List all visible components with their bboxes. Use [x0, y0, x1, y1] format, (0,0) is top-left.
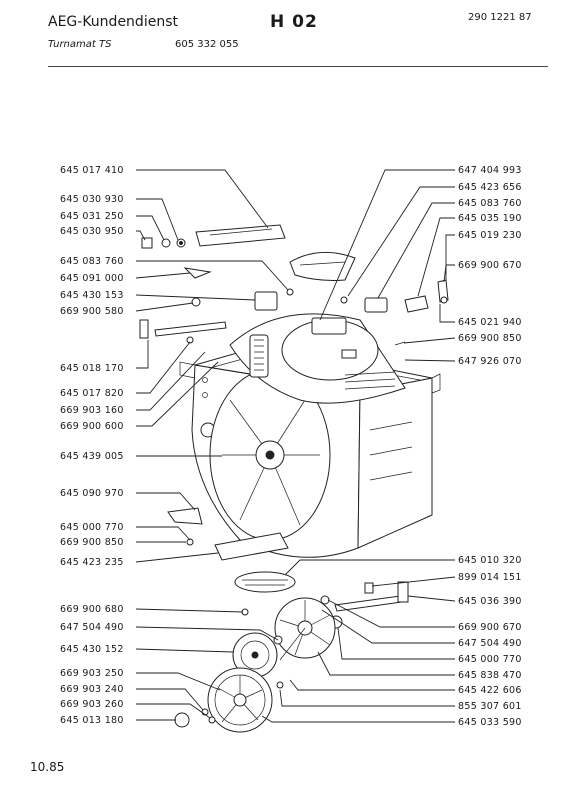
part-label: 645 439 005 [60, 451, 124, 462]
labels-left: 645 017 410 645 030 930 645 031 250 645 … [60, 165, 124, 726]
part-label: 647 926 070 [458, 356, 522, 367]
part-label: 669 900 850 [60, 537, 124, 548]
bottom-components [167, 507, 409, 629]
header-rule [48, 66, 548, 67]
part-label: 645 030 930 [60, 194, 124, 205]
part-label: 645 430 152 [60, 644, 124, 655]
labels-right: 647 404 993 645 423 656 645 083 760 645 … [458, 165, 522, 728]
brand-title: AEG-Kundendienst [48, 14, 178, 30]
part-label: 645 083 760 [458, 198, 522, 209]
small-washers [174, 708, 216, 728]
part-label: 647 404 993 [458, 165, 522, 176]
part-label: 645 010 320 [458, 555, 522, 566]
leader-lines-left [135, 169, 289, 721]
part-label: 669 900 580 [60, 306, 124, 317]
part-label: 647 504 490 [458, 638, 522, 649]
part-label: 645 000 770 [60, 522, 124, 533]
part-label: 669 900 850 [458, 333, 522, 344]
part-label: 645 017 820 [60, 388, 124, 399]
part-label: 645 030 950 [60, 226, 124, 237]
sheet-number: H 02 [270, 12, 318, 32]
model-number: 605 332 055 [175, 39, 239, 50]
document-number: 290 1221 87 [468, 12, 532, 23]
part-label: 669 903 260 [60, 699, 124, 710]
part-label: 645 090 970 [60, 488, 124, 499]
large-pulley [207, 667, 284, 733]
leader-lines-right [261, 169, 456, 723]
part-label: 645 423 235 [60, 557, 124, 568]
part-label: 669 900 680 [60, 604, 124, 615]
part-label: 645 036 390 [458, 596, 522, 607]
part-label: 669 903 160 [60, 405, 124, 416]
part-label: 645 430 153 [60, 290, 124, 301]
part-label: 645 019 230 [458, 230, 522, 241]
hinge-bar [195, 224, 286, 247]
part-label: 645 422 606 [458, 685, 522, 696]
part-label: 899 014 151 [458, 572, 522, 583]
part-label: 645 035 190 [458, 213, 522, 224]
drive-pulley [232, 632, 283, 678]
part-label: 647 504 490 [60, 622, 124, 633]
part-label: 645 018 170 [60, 363, 124, 374]
part-label: 645 017 410 [60, 165, 124, 176]
part-label: 645 033 590 [458, 717, 522, 728]
part-label: 669 900 670 [458, 622, 522, 633]
part-label: 645 021 940 [458, 317, 522, 328]
part-label: 669 900 670 [458, 260, 522, 271]
motor-pulley [274, 597, 336, 661]
lid-assembly [289, 251, 449, 346]
part-label: 645 031 250 [60, 211, 124, 222]
part-label: 645 091 000 [60, 273, 124, 284]
tub-back-spider [209, 369, 331, 541]
part-label: 645 013 180 [60, 715, 124, 726]
drum [229, 313, 406, 404]
footer-date-code: 10.85 [30, 760, 65, 774]
part-label: 855 307 601 [458, 701, 522, 712]
part-label: 669 903 250 [60, 668, 124, 679]
part-label: 669 900 600 [60, 421, 124, 432]
small-screws-group [139, 237, 294, 344]
part-label: 669 903 240 [60, 684, 124, 695]
part-label: 645 000 770 [458, 654, 522, 665]
model-name: Turnamat TS [48, 39, 112, 50]
part-label: 645 083 760 [60, 256, 124, 267]
part-label: 645 838 470 [458, 670, 522, 681]
part-label: 645 423 656 [458, 182, 522, 193]
